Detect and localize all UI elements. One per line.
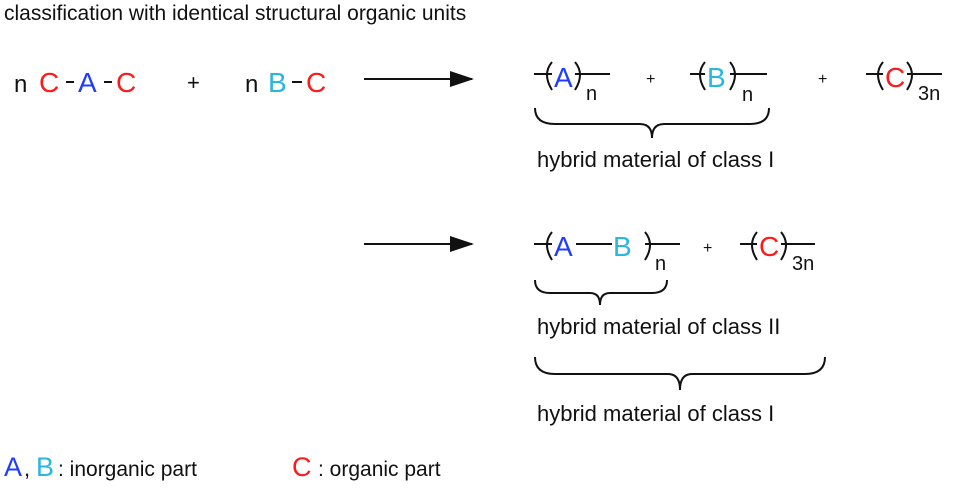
legend-a: A — [4, 452, 22, 482]
plus-sign: + — [187, 70, 200, 95]
class-label: hybrid material of class I — [537, 147, 774, 172]
legend-inorganic-label: : inorganic part — [58, 458, 197, 481]
curly-brace — [534, 107, 770, 139]
legend-comma: , — [24, 456, 30, 481]
repeat-subscript: n — [742, 84, 753, 106]
polymer-bracket — [866, 61, 942, 91]
class-label: hybrid material of class II — [537, 314, 780, 339]
repeat-subscript: 3n — [792, 253, 814, 275]
product-class-2: A B n + C 3n hybrid material of class II… — [534, 231, 826, 426]
inorganic-unit-a: A — [554, 62, 573, 93]
polymer-bracket — [534, 61, 610, 91]
reactants: n C A C + n B C — [14, 67, 326, 98]
inorganic-unit-b: B — [613, 231, 632, 262]
repeat-subscript: 3n — [918, 83, 940, 105]
repeat-subscript: n — [586, 83, 597, 105]
class-label: hybrid material of class I — [537, 401, 774, 426]
organic-unit: C — [306, 67, 326, 98]
product-class-1: A n + B n + C 3n hybrid material of clas… — [534, 61, 942, 172]
coefficient: n — [14, 71, 27, 98]
coefficient: n — [245, 71, 258, 98]
inorganic-unit-a: A — [78, 67, 97, 98]
polymer-bracket — [534, 231, 680, 261]
plus-sign: + — [703, 240, 712, 257]
plus-sign: + — [646, 71, 655, 88]
organic-unit: C — [39, 67, 59, 98]
repeat-subscript: n — [655, 253, 666, 275]
organic-unit: C — [116, 67, 136, 98]
curly-brace — [534, 279, 668, 306]
inorganic-unit-b: B — [707, 62, 726, 93]
legend-b: B — [36, 452, 54, 482]
legend-organic-label: : organic part — [318, 458, 441, 481]
inorganic-unit-a: A — [554, 231, 573, 262]
organic-unit: C — [759, 231, 779, 262]
polymer-bracket — [690, 61, 767, 91]
diagram-title: classification with identical structural… — [4, 2, 466, 25]
inorganic-unit-b: B — [268, 67, 287, 98]
organic-unit: C — [885, 62, 905, 93]
legend-c: C — [292, 452, 312, 482]
legend: A , B : inorganic part C : organic part — [4, 452, 441, 482]
curly-brace — [534, 356, 826, 391]
polymer-bracket — [740, 231, 815, 261]
plus-sign: + — [818, 71, 827, 88]
